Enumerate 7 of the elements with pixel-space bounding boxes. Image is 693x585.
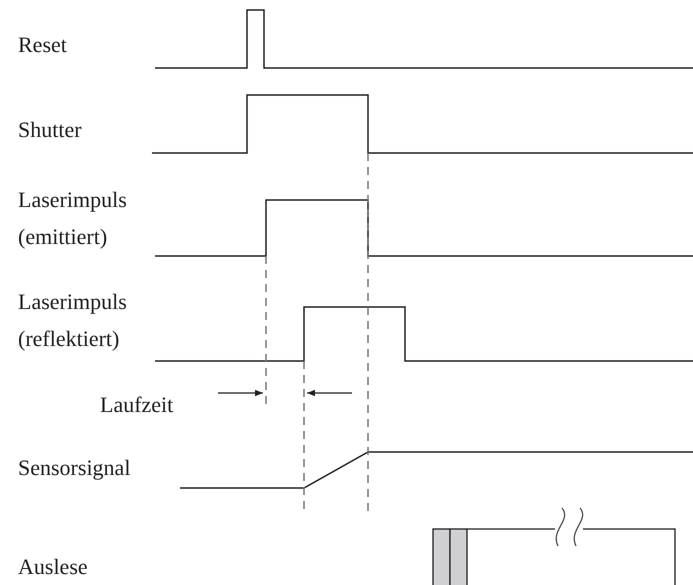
signal-label: Laserimpuls (emittiert) [18, 186, 128, 251]
signal-label: Laserimpuls (reflektiert) [18, 288, 128, 353]
dimension-label: Laufzeit [100, 391, 174, 419]
signal-label: Shutter [18, 116, 83, 144]
signal-label: Auslese [18, 553, 89, 581]
signal-label: Reset [18, 31, 68, 59]
signal-label: Sensorsignal [18, 454, 132, 482]
